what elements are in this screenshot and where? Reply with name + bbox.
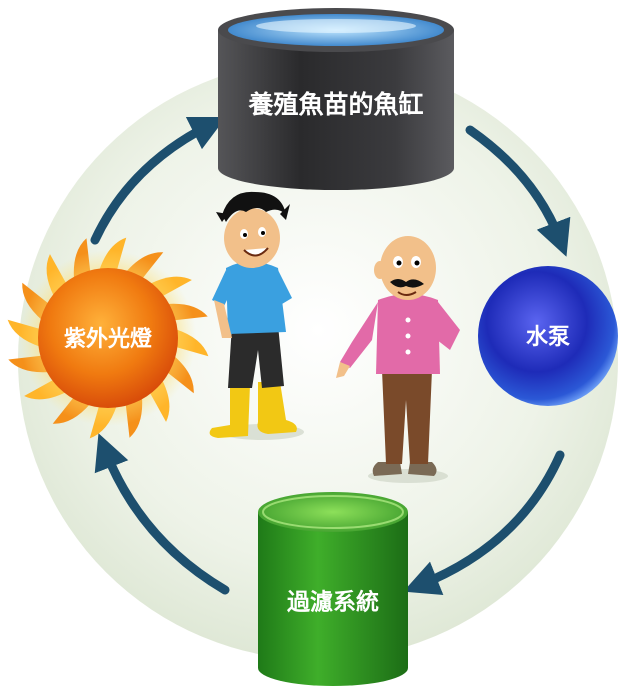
pump-label: 水泵 (526, 325, 570, 350)
blue-ball-icon (478, 266, 618, 406)
uv-lamp-node: 紫外光燈 (7, 237, 209, 439)
fish-tank-label: 養殖魚苗的魚缸 (248, 90, 423, 119)
arrow-filter-to-uv (94, 433, 230, 595)
bald-man-figure-icon (336, 236, 460, 483)
arrow-uv-to-tank (90, 116, 227, 245)
fish-tank-node: 養殖魚苗的魚缸 (218, 8, 454, 190)
uv-lamp-label: 紫外光燈 (64, 326, 153, 352)
black-tank-icon (218, 8, 454, 190)
green-tank-icon (258, 492, 408, 686)
flow-arrows (90, 116, 571, 596)
pump-node: 水泵 (478, 266, 618, 406)
background-disc (18, 60, 618, 660)
arrow-tank-to-pump (465, 125, 571, 257)
arrow-pump-to-filter (403, 450, 565, 596)
filter-node: 過濾系統 (258, 492, 408, 686)
boy-figure-icon (209, 191, 304, 440)
filter-label: 過濾系統 (287, 589, 379, 616)
